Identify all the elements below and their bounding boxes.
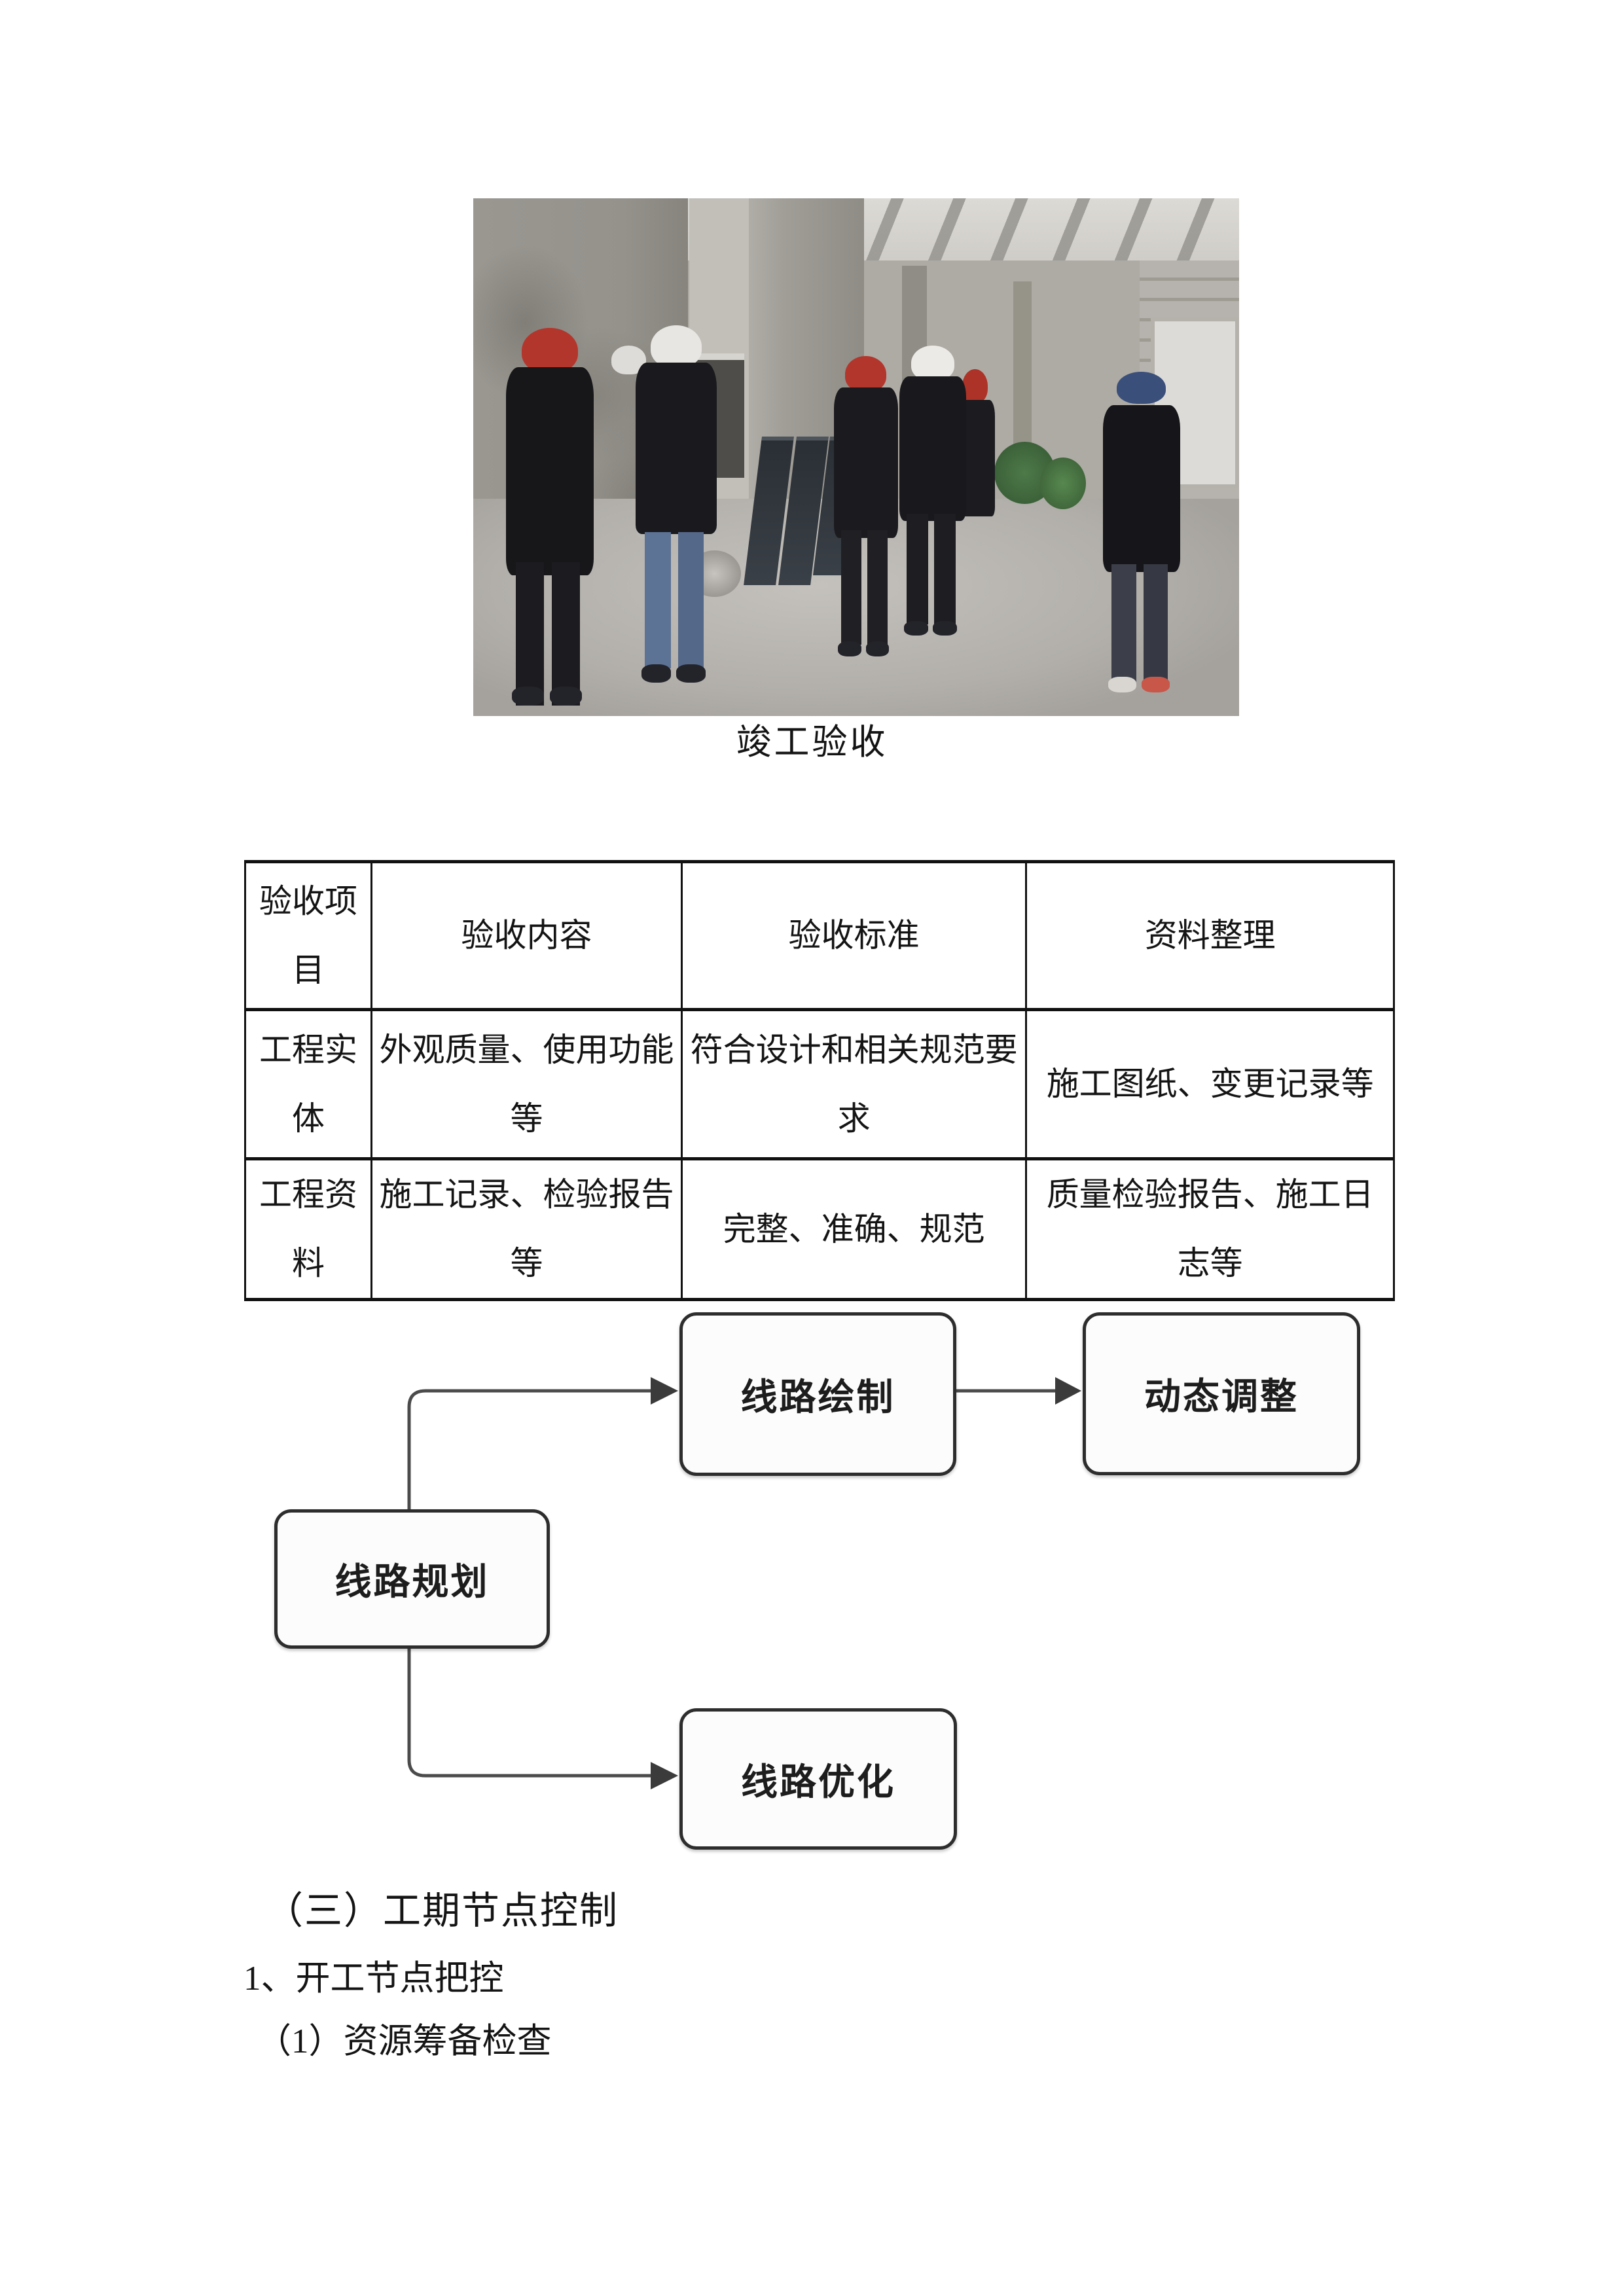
subsection-heading-1: 1、开工节点把控 (244, 1960, 504, 1998)
table-header-cell: 资料整理 (1025, 860, 1395, 1011)
table-cell: 完整、准确、规范 (680, 1157, 1028, 1301)
table-row: 工程实体 外观质量、使用功能等 符合设计和相关规范要求 施工图纸、变更记录等 (244, 1008, 1395, 1160)
table-cell: 质量检验报告、施工日志等 (1025, 1157, 1395, 1301)
flow-node-adjust: 动态调整 (1083, 1312, 1360, 1475)
subsection-heading-2: （1）资源筹备检查 (257, 2022, 552, 2060)
table-cell: 符合设计和相关规范要求 (680, 1008, 1028, 1160)
flow-node-planning: 线路规划 (274, 1509, 550, 1649)
worker-figure-white-helmet-center (895, 346, 971, 636)
table-header-cell: 验收标准 (680, 860, 1028, 1011)
acceptance-table: 验收项目 验收内容 验收标准 资料整理 工程实体 外观质量、使用功能等 符合设计… (244, 860, 1395, 1301)
flow-node-optimize: 线路优化 (679, 1708, 957, 1850)
table-cell: 工程资料 (244, 1157, 373, 1301)
worker-figure-red-helmet-center (829, 356, 902, 656)
table-cell: 外观质量、使用功能等 (370, 1008, 683, 1160)
table-cell: 施工图纸、变更记录等 (1025, 1008, 1395, 1160)
construction-photo (473, 198, 1239, 716)
table-header-row: 验收项目 验收内容 验收标准 资料整理 (244, 860, 1395, 1011)
arrowhead-icon (651, 1762, 678, 1789)
connector-planning-to-optimize (407, 1642, 651, 1778)
worker-figure-white-helmet-jeans (630, 325, 722, 683)
photo-green-tarp (1039, 457, 1086, 509)
photo-caption: 竣工验收 (736, 723, 888, 762)
table-row: 工程资料 施工记录、检验报告等 完整、准确、规范 质量检验报告、施工日志等 (244, 1157, 1395, 1301)
arrowhead-icon (1055, 1377, 1081, 1405)
table-header-cell: 验收内容 (370, 860, 683, 1011)
table-header-cell: 验收项目 (244, 860, 373, 1011)
arrowhead-icon (651, 1377, 678, 1405)
connector-planning-to-drawing (407, 1389, 651, 1509)
worker-figure-blue-cap-right (1098, 371, 1186, 693)
table-cell: 工程实体 (244, 1008, 373, 1160)
section-heading: （三）工期节点控制 (265, 1890, 619, 1932)
flow-node-drawing: 线路绘制 (679, 1312, 956, 1476)
table-cell: 施工记录、检验报告等 (370, 1157, 683, 1301)
worker-figure-red-helmet-left (500, 327, 600, 706)
acceptance-table-wrap: 验收项目 验收内容 验收标准 资料整理 工程实体 外观质量、使用功能等 符合设计… (244, 860, 1395, 1301)
